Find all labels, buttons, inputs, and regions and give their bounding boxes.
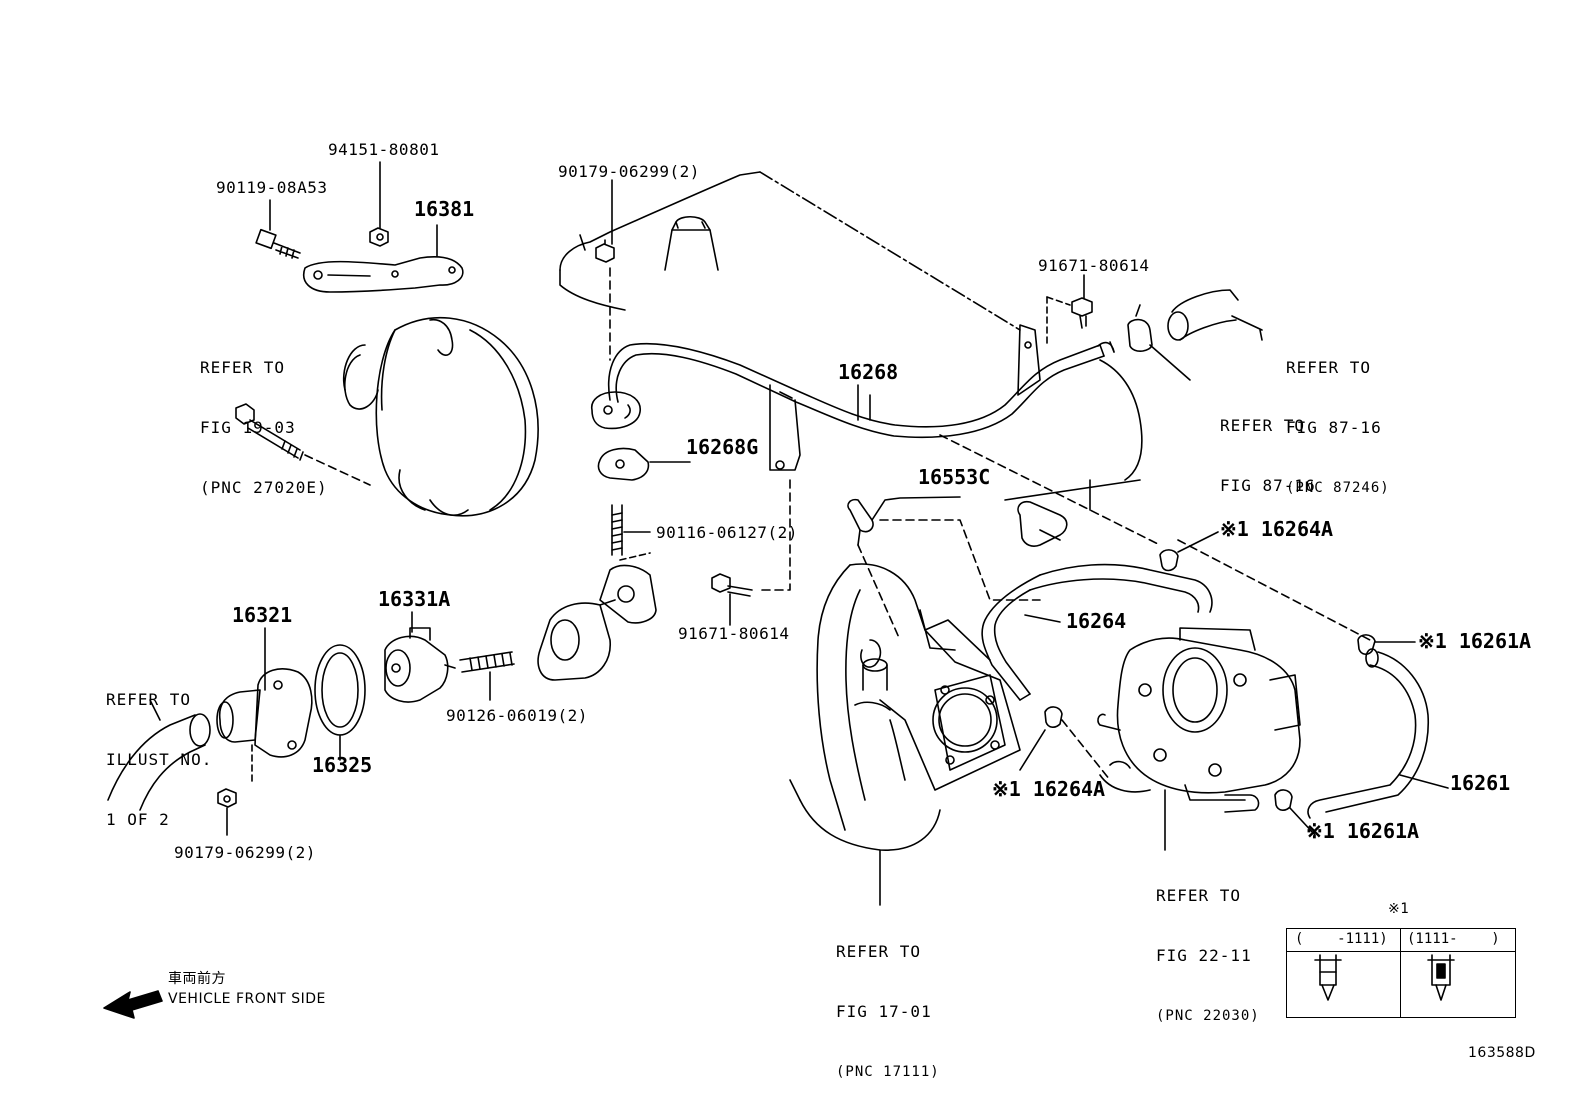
- label-16264[interactable]: 16264: [1066, 609, 1127, 633]
- label-16264a-bottom[interactable]: ※1 16264A: [992, 777, 1106, 801]
- label-90119-08a53[interactable]: 90119-08A53: [216, 178, 328, 197]
- bolt-91671-top-drawing: [1071, 297, 1093, 329]
- head-cover-outline: [559, 171, 1021, 331]
- label-91671-80614-top[interactable]: 91671-80614: [1038, 256, 1150, 275]
- refer-line: 1 OF 2: [106, 810, 170, 829]
- refer-line: (PNC 27020E): [200, 478, 328, 497]
- throttle-body-drawing: [1097, 627, 1301, 813]
- refer-line: FIG 17-01: [836, 1002, 932, 1021]
- refer-fig-19-03[interactable]: REFER TO FIG 19-03 (PNC 27020E): [200, 318, 328, 518]
- refer-line: REFER TO: [836, 942, 922, 961]
- label-90179-06299-top[interactable]: 90179-06299(2): [558, 162, 700, 181]
- pipe-16268-drawing: [590, 341, 1115, 439]
- label-16381[interactable]: 16381: [414, 197, 475, 221]
- label-16261[interactable]: 16261: [1450, 771, 1511, 795]
- refer-fig-17-01[interactable]: REFER TO FIG 17-01 (PNC 17111): [836, 902, 940, 1102]
- refer-line: (PNC 87246): [1286, 480, 1390, 496]
- label-16325[interactable]: 16325: [312, 753, 373, 777]
- legend-mark: ※1: [1388, 901, 1410, 917]
- hose-illust-drawing: [107, 713, 211, 811]
- refer-line: REFER TO: [200, 358, 286, 377]
- legend-col-1: ( -1111): [1295, 931, 1388, 947]
- hose-16264-drawing: [981, 563, 1213, 701]
- hose-16261-drawing: [1307, 648, 1430, 819]
- clamp-16264a-bottom-drawing: [1044, 706, 1063, 728]
- label-94151-80801[interactable]: 94151-80801: [328, 140, 440, 159]
- thermostat-16331a-drawing: [384, 627, 456, 703]
- legend-clamp-new-drawing: [1427, 954, 1455, 1001]
- engine-block-outline: [1004, 359, 1143, 511]
- refer-fig-87-16-pnc[interactable]: REFER TO FIG 87-16 (PNC 87246): [1286, 318, 1390, 518]
- bolt-91671-mid-drawing: [711, 573, 753, 597]
- gasket-16268g-drawing: [597, 447, 650, 481]
- refer-line: FIG 19-03: [200, 418, 296, 437]
- hose-clamp-top-drawing: [1127, 304, 1153, 352]
- figure-id: 163588D: [1468, 1045, 1536, 1061]
- label-16261a-top[interactable]: ※1 16261A: [1418, 629, 1532, 653]
- label-16261a-bottom[interactable]: ※1 16261A: [1306, 819, 1420, 843]
- right-bracket-drawing: [1017, 324, 1041, 396]
- intake-manifold-drawing: [789, 563, 1021, 851]
- label-16321[interactable]: 16321: [232, 603, 293, 627]
- label-90126-06019[interactable]: 90126-06019(2): [446, 706, 588, 725]
- label-16553c[interactable]: 16553C: [918, 465, 991, 489]
- label-16264a-top[interactable]: ※1 16264A: [1220, 517, 1334, 541]
- bolt-90119-drawing: [255, 228, 301, 259]
- refer-line: FIG 87-16: [1220, 476, 1316, 495]
- bracket-16381-drawing: [303, 256, 464, 293]
- alternator-drawing: [343, 316, 539, 517]
- label-16268g[interactable]: 16268G: [686, 435, 759, 459]
- nut-90179-top-drawing: [595, 239, 615, 263]
- nut-90179-bottom-drawing: [217, 788, 237, 808]
- front-label-en: VEHICLE FRONT SIDE: [168, 991, 326, 1007]
- hose-87-16-drawing: [1167, 289, 1263, 341]
- refer-line: REFER TO: [1220, 416, 1306, 435]
- refer-illust-no[interactable]: REFER TO ILLUST NO. 1 OF 2: [106, 650, 212, 850]
- clamp-16264a-top-drawing: [1159, 549, 1179, 572]
- small-hose-piece-drawing: [1017, 500, 1068, 547]
- refer-line: (PNC 22030): [1156, 1008, 1260, 1024]
- label-16268[interactable]: 16268: [838, 360, 899, 384]
- refer-line: REFER TO: [1286, 358, 1372, 377]
- legend-header: [1287, 929, 1515, 952]
- label-16331a[interactable]: 16331A: [378, 587, 451, 611]
- nut-94151-drawing: [369, 227, 389, 247]
- refer-line: REFER TO: [106, 690, 192, 709]
- front-arrow-drawing: [103, 990, 163, 1019]
- water-outlet-drawing: [537, 552, 657, 681]
- label-90179-06299-bottom[interactable]: 90179-06299(2): [174, 843, 316, 862]
- refer-line: FIG 22-11: [1156, 946, 1252, 965]
- label-91671-80614-mid[interactable]: 91671-80614: [678, 624, 790, 643]
- legend-table: ( -1111) (1111- ): [1286, 928, 1516, 1018]
- refer-line: REFER TO: [1156, 886, 1242, 905]
- clamp-16261a-bottom-drawing: [1274, 789, 1293, 811]
- clamp-16261a-top-drawing: [1357, 634, 1376, 655]
- front-label-jp: 車両前方: [168, 971, 226, 987]
- legend-divider: [1400, 929, 1401, 1017]
- refer-line: (PNC 17111): [836, 1064, 940, 1080]
- pipe-bracket-drawing: [769, 384, 801, 471]
- label-90116-06127[interactable]: 90116-06127(2): [656, 523, 798, 542]
- refer-fig-22-11[interactable]: REFER TO FIG 22-11 (PNC 22030): [1156, 846, 1260, 1046]
- refer-line: ILLUST NO.: [106, 750, 213, 769]
- refer-line: FIG 87-16: [1286, 418, 1382, 437]
- stud-90116-drawing: [611, 504, 623, 556]
- legend-col-2: (1111- ): [1407, 931, 1500, 947]
- clip-16553c-drawing: [847, 498, 874, 546]
- alternator-bolt-drawing: [235, 403, 304, 461]
- gasket-16325-drawing: [314, 644, 366, 736]
- stud-90126-drawing: [459, 651, 515, 673]
- water-inlet-16321-drawing: [216, 668, 313, 758]
- refer-fig-87-16[interactable]: REFER TO FIG 87-16: [1220, 376, 1316, 516]
- legend-clamp-old-drawing: [1314, 954, 1342, 1001]
